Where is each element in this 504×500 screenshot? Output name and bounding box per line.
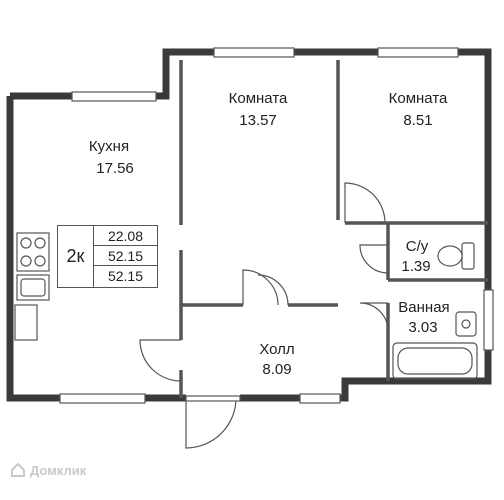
wc-fixtures — [392, 242, 478, 380]
windows — [59, 47, 494, 404]
kitchen-fixtures — [14, 232, 50, 341]
house-logo-icon — [11, 462, 25, 477]
area-summary-box: 2к 22.08 52.15 52.15 — [57, 225, 158, 288]
room1-name: Комната — [228, 90, 288, 107]
total-area-value: 22.08 — [94, 226, 157, 246]
toilet-bowl-icon — [437, 245, 463, 267]
room2-name: Комната — [388, 90, 448, 107]
kitchen-sink-icon — [16, 274, 50, 301]
washbasin-icon — [455, 311, 477, 337]
bathtub-icon — [392, 342, 478, 380]
living-area-value: 52.15 — [94, 246, 157, 266]
stove-icon — [16, 232, 50, 272]
fridge-icon — [14, 304, 38, 341]
rooms-count-label: 2к — [58, 226, 94, 287]
hall-name: Холл — [259, 341, 295, 358]
bathroom-area: 3.03 — [408, 319, 438, 336]
extra-area-value: 52.15 — [107, 268, 144, 284]
doors — [139, 182, 389, 449]
kitchen-area: 17.56 — [96, 160, 134, 177]
watermark: Домклик — [10, 462, 86, 478]
room2-area: 8.51 — [403, 112, 433, 129]
hall-area: 8.09 — [262, 361, 292, 378]
toilet-tank-icon — [461, 242, 475, 270]
kitchen-name: Кухня — [88, 138, 130, 155]
wc-name: С/у — [405, 238, 429, 255]
bathroom-name: Ванная — [398, 299, 450, 316]
inner-walls — [179, 60, 488, 398]
room1-area: 13.57 — [239, 112, 277, 129]
wc-area: 1.39 — [401, 258, 431, 275]
watermark-text: Домклик — [30, 462, 87, 478]
